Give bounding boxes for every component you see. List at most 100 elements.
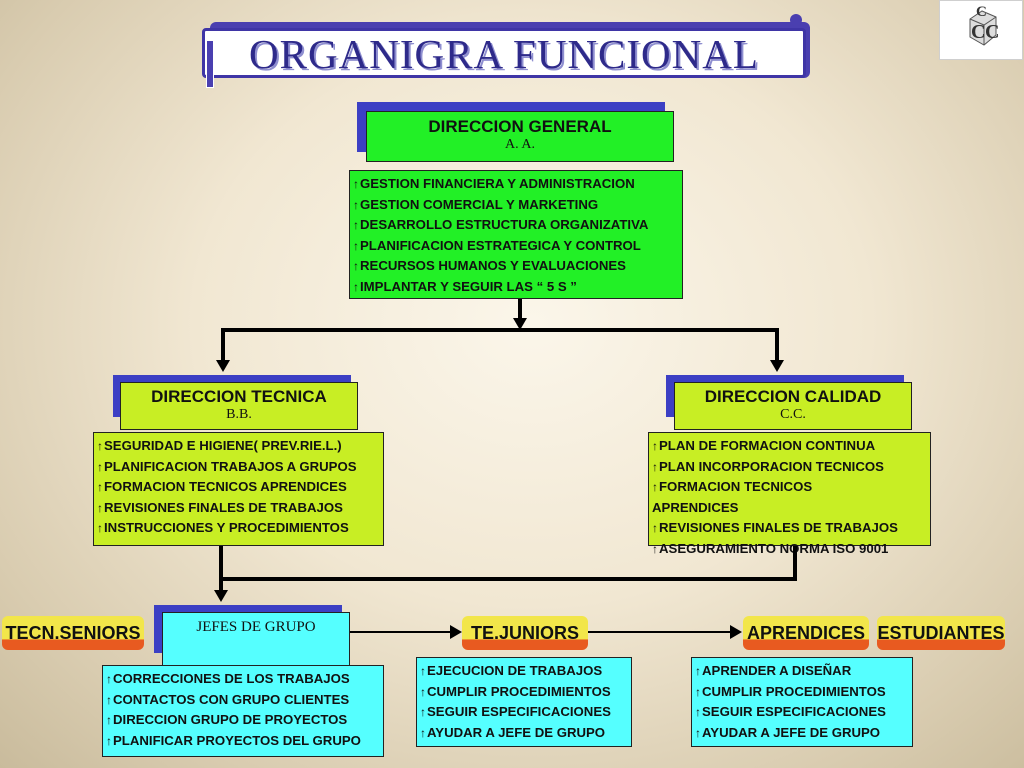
up-arrow-icon: ↑ bbox=[106, 672, 112, 686]
title-scroll-dot bbox=[790, 14, 802, 26]
connector-line bbox=[775, 328, 779, 362]
arrowhead-down bbox=[513, 318, 527, 330]
connector-line bbox=[221, 328, 225, 362]
connector-line bbox=[588, 631, 734, 633]
list-item: ↑IMPLANTAR Y SEGUIR LAS “ 5 S ” bbox=[353, 278, 577, 294]
list-item: ↑CONTACTOS CON GRUPO CLIENTES bbox=[106, 691, 350, 707]
up-arrow-icon: ↑ bbox=[695, 684, 701, 699]
title-banner: ORGANIGRA FUNCIONAL bbox=[202, 28, 806, 78]
up-arrow-icon: ↑ bbox=[695, 664, 701, 678]
up-arrow-icon: ↑ bbox=[420, 664, 426, 678]
connector-line bbox=[221, 328, 779, 332]
list-item: ↑PLANIFICACION TRABAJOS A GRUPOS bbox=[97, 458, 357, 474]
list-item: ↑PLAN INCORPORACION TECNICOS bbox=[652, 458, 884, 474]
direccion-general-box: DIRECCION GENERAL A. A. bbox=[366, 111, 674, 162]
up-arrow-icon: ↑ bbox=[97, 500, 103, 515]
up-arrow-icon: ↑ bbox=[652, 459, 658, 474]
logo-letter: C bbox=[976, 4, 987, 20]
direccion-calidad-title: DIRECCION CALIDAD bbox=[704, 387, 882, 406]
direccion-general-title: DIRECCION GENERAL bbox=[428, 117, 612, 136]
up-arrow-icon: ↑ bbox=[97, 521, 103, 535]
direccion-general-list: ↑GESTION FINANCIERA Y ADMINISTRACION ↑GE… bbox=[349, 170, 683, 299]
up-arrow-icon: ↑ bbox=[97, 439, 103, 453]
list-item: ↑CUMPLIR PROCEDIMIENTOS bbox=[420, 683, 611, 699]
tecn-seniors-label: TECN.SENIORS bbox=[2, 616, 144, 650]
up-arrow-icon: ↑ bbox=[420, 705, 426, 719]
up-arrow-icon: ↑ bbox=[420, 725, 426, 740]
page-title: ORGANIGRA FUNCIONAL bbox=[249, 31, 759, 77]
list-item: ↑ASEGURAMIENTO NORMA ISO 9001 bbox=[652, 540, 889, 556]
up-arrow-icon: ↑ bbox=[353, 177, 359, 191]
list-item: ↑INSTRUCCIONES Y PROCEDIMIENTOS bbox=[97, 520, 349, 535]
list-item: ↑APRENDER A DISEÑAR bbox=[695, 663, 852, 678]
list-item: ↑PLANIFICACION ESTRATEGICA Y CONTROL bbox=[353, 237, 641, 253]
arrowhead-down bbox=[214, 590, 228, 602]
jefes-de-grupo-title: JEFES DE GRUPO bbox=[196, 619, 316, 635]
direccion-tecnica-list: ↑SEGURIDAD E HIGIENE( PREV.RIE.L.) ↑PLAN… bbox=[93, 432, 384, 546]
list-item: ↑FORMACION TECNICOS APRENDICES bbox=[97, 479, 347, 494]
up-arrow-icon: ↑ bbox=[353, 259, 359, 273]
up-arrow-icon: ↑ bbox=[353, 238, 359, 253]
up-arrow-icon: ↑ bbox=[652, 480, 658, 494]
up-arrow-icon: ↑ bbox=[652, 521, 658, 535]
direccion-tecnica-subtitle: B.B. bbox=[226, 407, 252, 422]
logo-letter: C bbox=[971, 21, 986, 43]
direccion-calidad-subtitle: C.C. bbox=[780, 407, 806, 422]
list-item: ↑CUMPLIR PROCEDIMIENTOS bbox=[695, 683, 886, 699]
up-arrow-icon: ↑ bbox=[695, 725, 701, 740]
estudiantes-label: ESTUDIANTES bbox=[877, 616, 1005, 650]
list-item: ↑PLANIFICAR PROYECTOS DEL GRUPO bbox=[106, 732, 361, 748]
list-item: ↑GESTION COMERCIAL Y MARKETING bbox=[353, 196, 599, 212]
jefes-de-grupo-list: ↑CORRECCIONES DE LOS TRABAJOS ↑CONTACTOS… bbox=[102, 665, 384, 757]
up-arrow-icon: ↑ bbox=[652, 541, 658, 556]
direccion-calidad-list: ↑PLAN DE FORMACION CONTINUA ↑PLAN INCORP… bbox=[648, 432, 931, 556]
list-item: ↑GESTION FINANCIERA Y ADMINISTRACION bbox=[353, 176, 635, 191]
logo: C C C bbox=[939, 0, 1023, 60]
up-arrow-icon: ↑ bbox=[652, 439, 658, 453]
list-item: ↑REVISIONES FINALES DE TRABAJOS bbox=[652, 520, 898, 535]
connector-line bbox=[219, 577, 797, 581]
connector-line bbox=[219, 546, 223, 590]
arrowhead-right bbox=[730, 625, 742, 639]
list-item: ↑DIRECCION GRUPO DE PROYECTOS bbox=[106, 712, 348, 727]
up-arrow-icon: ↑ bbox=[420, 684, 426, 699]
direccion-general-subtitle: A. A. bbox=[505, 137, 535, 152]
arrowhead-down bbox=[770, 360, 784, 372]
list-item: APRENDICES bbox=[652, 499, 739, 515]
jefes-de-grupo-box: JEFES DE GRUPO bbox=[162, 612, 350, 670]
connector-line bbox=[518, 299, 522, 319]
up-arrow-icon: ↑ bbox=[106, 713, 112, 727]
aprendices-label: APRENDICES bbox=[743, 616, 869, 650]
list-item: ↑AYUDAR A JEFE DE GRUPO bbox=[420, 724, 606, 740]
arrowhead-right bbox=[450, 625, 462, 639]
list-item: ↑RECURSOS HUMANOS Y EVALUACIONES bbox=[353, 258, 626, 273]
up-arrow-icon: ↑ bbox=[695, 705, 701, 719]
up-arrow-icon: ↑ bbox=[106, 733, 112, 748]
up-arrow-icon: ↑ bbox=[353, 218, 359, 232]
up-arrow-icon: ↑ bbox=[353, 279, 359, 294]
list-item: ↑EJECUCION DE TRABAJOS bbox=[420, 663, 603, 678]
list-item: ↑SEGUIR ESPECIFICACIONES bbox=[695, 704, 886, 719]
title-scroll-bar bbox=[206, 40, 214, 88]
up-arrow-icon: ↑ bbox=[106, 692, 112, 707]
list-item: ↑SEGUIR ESPECIFICACIONES bbox=[420, 704, 611, 719]
logo-letter: C bbox=[985, 21, 1000, 43]
list-item: ↑DESARROLLO ESTRUCTURA ORGANIZATIVA bbox=[353, 217, 649, 232]
te-juniors-list: ↑EJECUCION DE TRABAJOS ↑CUMPLIR PROCEDIM… bbox=[416, 657, 632, 747]
aprendices-list: ↑APRENDER A DISEÑAR ↑CUMPLIR PROCEDIMIEN… bbox=[691, 657, 913, 747]
list-item: ↑AYUDAR A JEFE DE GRUPO bbox=[695, 724, 881, 740]
connector-line bbox=[793, 546, 797, 581]
list-item: ↑REVISIONES FINALES DE TRABAJOS bbox=[97, 499, 343, 515]
te-juniors-label: TE.JUNIORS bbox=[462, 616, 588, 650]
arrowhead-down bbox=[216, 360, 230, 372]
logo-cube-icon bbox=[969, 10, 997, 46]
direccion-calidad-box: DIRECCION CALIDAD C.C. bbox=[674, 382, 912, 430]
connector-line bbox=[350, 631, 454, 633]
list-item: ↑PLAN DE FORMACION CONTINUA bbox=[652, 438, 876, 453]
direccion-tecnica-title: DIRECCION TECNICA bbox=[151, 387, 327, 406]
list-item: ↑FORMACION TECNICOS bbox=[652, 479, 813, 494]
up-arrow-icon: ↑ bbox=[97, 480, 103, 494]
up-arrow-icon: ↑ bbox=[353, 197, 359, 212]
list-item: ↑SEGURIDAD E HIGIENE( PREV.RIE.L.) bbox=[97, 438, 342, 453]
up-arrow-icon: ↑ bbox=[97, 459, 103, 474]
